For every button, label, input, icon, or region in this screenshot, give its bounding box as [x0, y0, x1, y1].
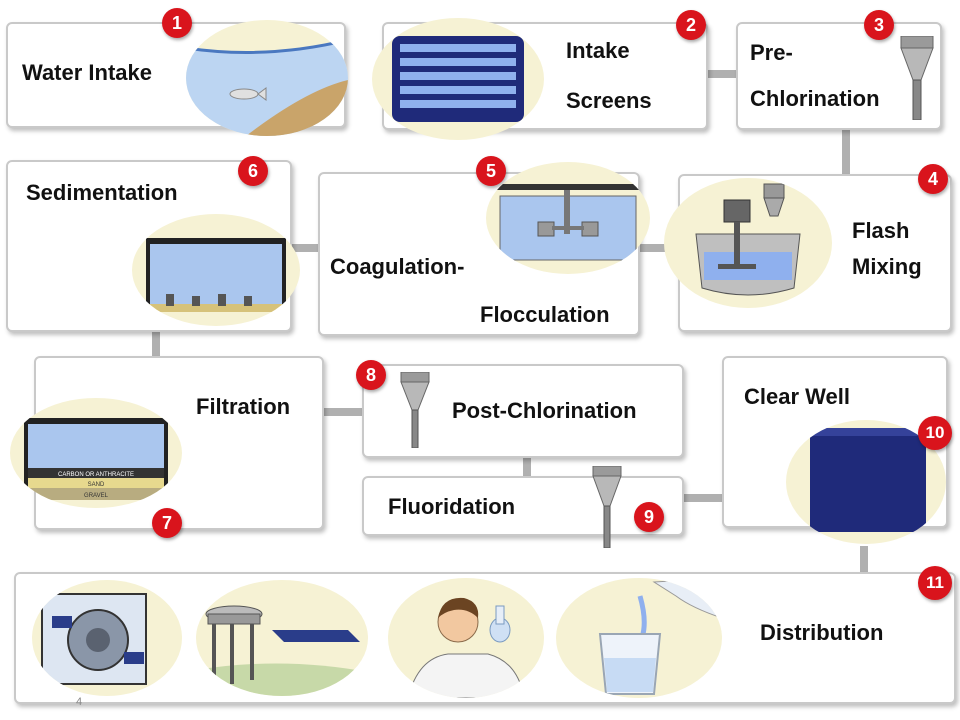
- funnel-icon: [900, 35, 934, 125]
- fluoridation-label: Fluoridation: [388, 494, 516, 519]
- intake-screens-label-line2: Screens: [566, 88, 652, 113]
- connector-6-7: [152, 330, 160, 358]
- step-number-badge: 10: [918, 416, 952, 450]
- water-intake-label: Water Intake: [22, 60, 153, 85]
- pre-chlorination-label-line1: Pre-: [750, 40, 793, 65]
- step-number-badge: 2: [676, 10, 706, 40]
- step-number-badge: 4: [918, 164, 948, 194]
- filter-layer-carbon: CARBON OR ANTHRACITE: [58, 472, 134, 478]
- step-number-badge: 6: [238, 156, 268, 186]
- water-intake-illustration: [186, 20, 348, 136]
- filter-layer-sand: SAND: [88, 482, 105, 488]
- connector-2-3: [706, 70, 740, 78]
- distribution-label: Distribution: [760, 620, 884, 645]
- step-number-badge: 8: [356, 360, 386, 390]
- funnel-icon: [400, 371, 430, 453]
- page-number: 4: [76, 696, 83, 708]
- step-number-badge: 3: [864, 10, 894, 40]
- water-tower-illustration: [196, 580, 368, 696]
- step-number-badge: 1: [162, 8, 192, 38]
- sedimentation-label: Sedimentation: [26, 180, 178, 205]
- filtration-illustration: CARBON OR ANTHRACITE SAND GRAVEL: [10, 398, 182, 508]
- funnel-icon: [592, 465, 622, 553]
- step-number-badge: 7: [152, 508, 182, 538]
- step-number-badge: 5: [476, 156, 506, 186]
- water-glass-illustration: [556, 578, 722, 698]
- flash-mixing-label-line1: Flash: [852, 218, 910, 243]
- filter-layer-gravel: GRAVEL: [84, 493, 109, 499]
- flash-mixing-label-line2: Mixing: [852, 254, 922, 279]
- connector-3-4: [842, 128, 850, 176]
- filtration-label: Filtration: [196, 394, 291, 419]
- coagulation-illustration: [486, 162, 650, 274]
- lab-technician-illustration: [388, 578, 544, 698]
- clear-well-label: Clear Well: [744, 384, 850, 409]
- intake-screens-illustration: [372, 18, 544, 140]
- flocculation-label-line2: Flocculation: [480, 302, 610, 327]
- post-chlorination-label: Post-Chlorination: [452, 398, 637, 423]
- step-fluoridation-box: [362, 476, 684, 536]
- connector-10-11: [860, 546, 868, 574]
- step-number-badge: 9: [634, 502, 664, 532]
- coagulation-label-line1: Coagulation-: [330, 254, 465, 279]
- pump-illustration: [32, 580, 182, 696]
- pre-chlorination-label-line2: Chlorination: [750, 86, 880, 111]
- connector-4-5: [638, 244, 682, 252]
- sedimentation-illustration: [132, 214, 300, 326]
- flash-mixing-illustration: [664, 178, 832, 308]
- connector-8-9: [523, 456, 531, 480]
- step-number-badge: 11: [918, 566, 952, 600]
- connector-7-8: [322, 408, 364, 416]
- connector-5-6: [290, 244, 320, 252]
- intake-screens-label-line1: Intake: [566, 38, 630, 63]
- connector-9-10: [684, 494, 724, 502]
